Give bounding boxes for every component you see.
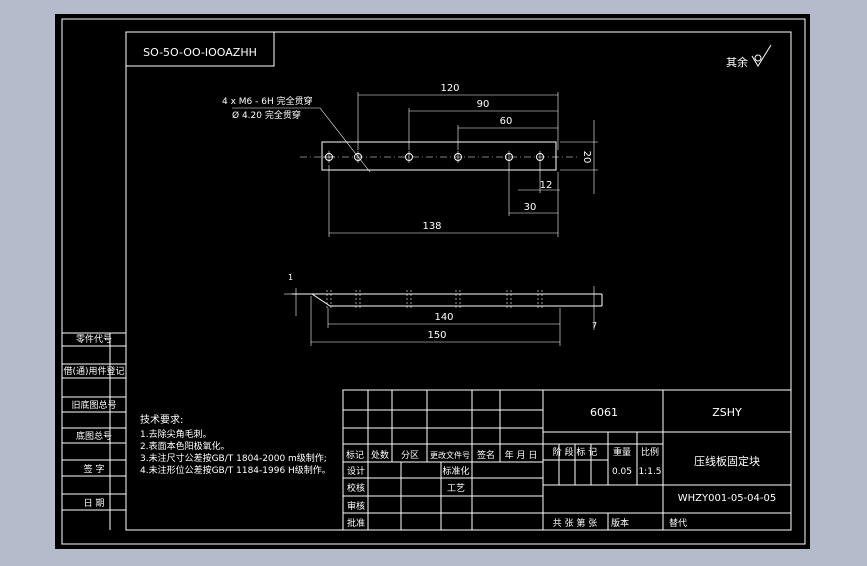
row-approve: 批准 [347,517,365,529]
part-name: 压线板固定块 [694,454,760,468]
rev-header-1: 处数 [371,449,389,461]
weight-label: 重量 [613,446,631,458]
roughness-icon [751,44,772,67]
company: ZSHY [712,406,742,419]
tech-req-4: 4.未注形位公差按GB/T 1184-1996 H级制作。 [140,464,331,476]
tech-req-2: 2.表面本色阳极氧化。 [140,440,230,452]
dim-138: 138 [422,221,441,232]
dim-12: 12 [540,180,553,191]
hole-note-line1: 4 x M6 - 6H 完全贯穿 [222,95,313,107]
scale-label: 比例 [641,446,659,458]
top-view: 120 90 60 20 12 30 138 4 x M6 - 6H 完全贯穿 … [222,83,598,237]
version-label: 版本 [611,517,629,529]
rev-header-0: 标记 [346,449,364,461]
drawing-sheet [55,14,810,549]
lp-label-2: 旧底图总号 [71,399,116,411]
drawing-code: SO-5O-OO-IOOAZHH [143,46,257,59]
title-block: 6061 ZSHY 阶 段 标 记 重量 比例 0.05 1:1.5 压线板固定… [342,389,792,531]
stage-label: 阶 段 标 记 [553,446,598,458]
tech-req-3: 3.未注尺寸公差按GB/T 1804-2000 m级制作; [140,452,327,464]
left-panel: 零件代号 借(通)用件登记 旧底图总号 底图总号 签 字 日 期 [62,332,126,530]
drawing-number: WHZY001-05-04-05 [678,493,776,504]
plate-outline [321,141,557,171]
lp-label-0: 零件代号 [76,333,112,345]
dim-right: 7 [592,321,597,330]
material: 6061 [590,406,618,419]
process-label: 工艺 [447,483,465,494]
technical-requirements: 技术要求: 1.去除尖角毛刺。 2.表面本色阳极氧化。 3.未注尺寸公差按GB/… [140,413,331,476]
dim-30: 30 [524,202,537,213]
sheets: 共 张 第 张 [553,517,598,529]
lp-label-4: 签 字 [84,463,105,475]
surface-finish: 其余 [726,44,772,69]
std-label: 标准化 [442,465,469,477]
scale-value: 1:1.5 [638,467,661,477]
lp-label-3: 底图总号 [76,430,112,442]
surface-finish-label: 其余 [726,55,748,69]
replace-label: 替代 [669,517,687,529]
lp-label-5: 日 期 [84,498,105,509]
rev-header-2: 分区 [401,450,419,461]
weight-value: 0.05 [612,467,632,477]
front-view: 1 7 140 150 [284,273,603,346]
row-design: 设计 [347,465,365,477]
dim-90: 90 [477,99,490,110]
row-check: 校核 [347,482,365,494]
dim-140: 140 [434,312,453,323]
rev-header-5: 年 月 日 [505,449,538,461]
tech-req-1: 1.去除尖角毛刺。 [140,428,212,440]
rev-header-4: 签名 [477,449,495,461]
hole-note-line2: Ø 4.20 完全贯穿 [232,109,301,121]
row-review: 审核 [347,500,365,512]
dim-150: 150 [427,330,446,341]
dim-120: 120 [440,83,459,94]
dim-60: 60 [500,116,513,127]
tech-req-title: 技术要求: [140,413,183,426]
lp-label-1: 借(通)用件登记 [63,365,124,377]
outer-frame [61,18,806,545]
dim-left: 1 [288,273,293,282]
dim-20: 20 [581,151,592,164]
hole-note-leader [232,107,371,173]
rev-header-3: 更改文件号 [430,450,470,460]
drawing-code-box: SO-5O-OO-IOOAZHH [126,32,275,67]
